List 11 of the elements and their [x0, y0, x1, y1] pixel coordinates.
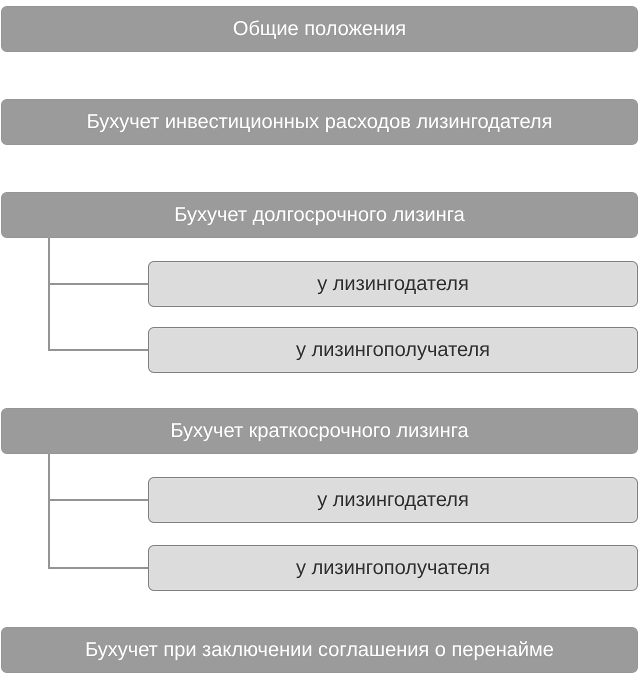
section-box: Бухучет краткосрочного лизинга [1, 408, 638, 454]
section-box: Общие положения [1, 6, 638, 52]
connector-line [48, 454, 148, 569]
sub-section-box: у лизингополучателя [148, 545, 638, 591]
section-box: Бухучет долгосрочного лизинга [1, 192, 638, 238]
sub-section-box: у лизингодателя [148, 261, 638, 307]
section-box: Бухучет при заключении соглашения о перенайме [1, 627, 638, 673]
sub-section-box: у лизингополучателя [148, 327, 638, 373]
sub-section-box: у лизингодателя [148, 477, 638, 523]
section-box: Бухучет инвестиционных расходов лизингодателя [1, 99, 638, 145]
connector-line [48, 238, 148, 351]
